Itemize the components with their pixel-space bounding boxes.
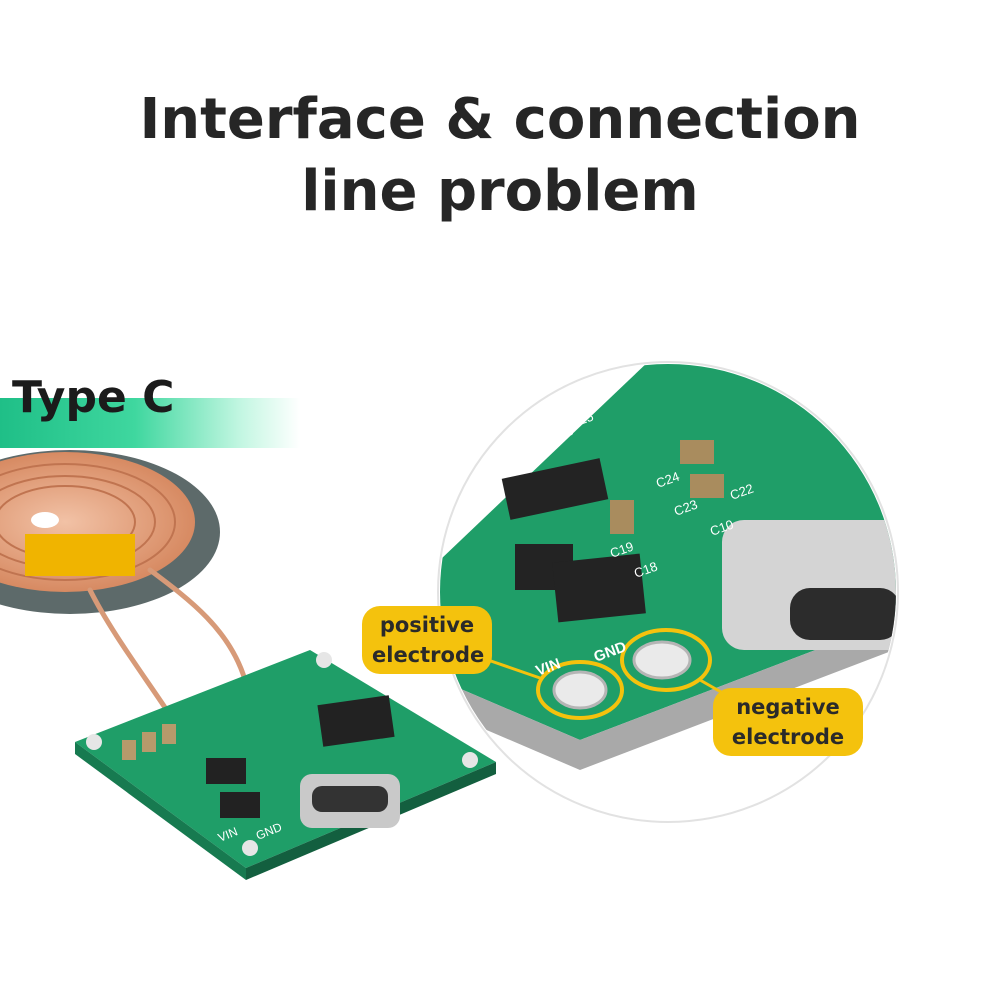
- mount-hole: [462, 752, 478, 768]
- positive-leader: [487, 658, 541, 680]
- positive-ring: [536, 660, 624, 720]
- coil-wires: [87, 567, 248, 715]
- negative-callout-line-2: electrode: [731, 725, 845, 749]
- negative-pad: [632, 640, 692, 680]
- ic-chip: [317, 695, 395, 747]
- title-line-2: line problem: [301, 159, 699, 224]
- mount-hole: [316, 652, 332, 668]
- insulating-tape: [25, 534, 135, 576]
- pad-label-vin: VIN: [216, 824, 240, 844]
- positive-electrode-callout: positive electrode: [362, 606, 492, 674]
- type-c-label: Type C: [12, 372, 175, 423]
- negative-callout-line-1: negative: [736, 695, 840, 719]
- zoom-chip: [501, 458, 609, 520]
- positive-callout-line-1: positive: [379, 613, 475, 637]
- pcb-board: [75, 650, 496, 880]
- negative-electrode-callout: negative electrode: [713, 688, 863, 756]
- zoom-label-q3: Q3: [524, 441, 545, 461]
- page-title: Interface & connection line problem: [0, 84, 1000, 228]
- negative-ring: [620, 628, 712, 692]
- charging-coil: [0, 450, 220, 614]
- positive-callout-line-2: electrode: [372, 643, 485, 667]
- type-c-band: [0, 398, 300, 448]
- mosfet: [206, 758, 246, 784]
- zoom-view: [437, 361, 899, 823]
- positive-pad: [552, 670, 608, 710]
- mount-hole: [86, 734, 102, 750]
- zoom-mosfet: [552, 553, 646, 623]
- title-line-1: Interface & connection: [139, 87, 861, 152]
- mount-hole: [242, 840, 258, 856]
- mosfet: [220, 792, 260, 818]
